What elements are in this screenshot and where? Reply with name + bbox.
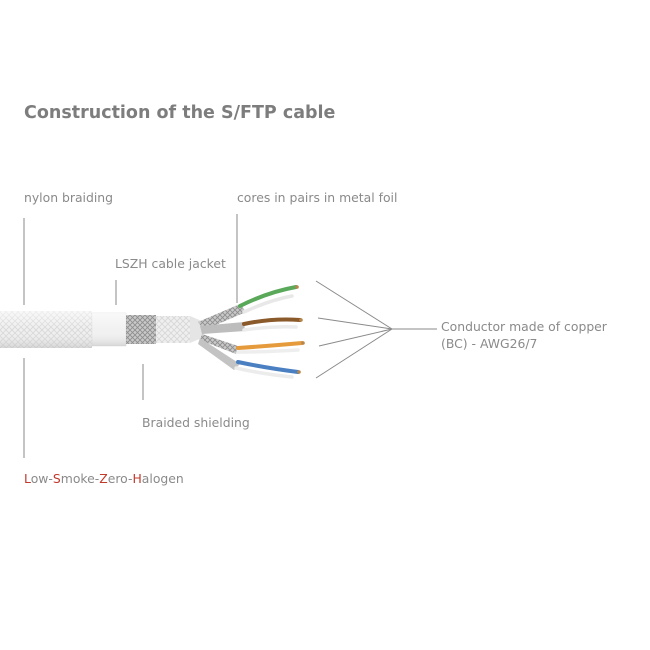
wire-green: [238, 285, 298, 308]
wire-orange: [236, 341, 304, 350]
leader-conductor-3: [318, 328, 393, 347]
initial-l: L: [24, 471, 31, 486]
foil-pairs: [198, 304, 246, 370]
initial-h: H: [132, 471, 142, 486]
word-ero: ero-: [107, 471, 133, 486]
word-moke: moke-: [60, 471, 100, 486]
initial-z: Z: [99, 471, 108, 486]
inner-jacket: [156, 316, 190, 343]
initial-s: S: [52, 471, 61, 486]
word-alogen: alogen: [141, 471, 184, 486]
label-conductor-line2: (BC) - AWG26/7: [441, 336, 538, 351]
leader-conductor-1: [315, 280, 393, 330]
word-ow: ow-: [30, 471, 53, 486]
page-title: Construction of the S/FTP cable: [24, 103, 336, 123]
label-low-smoke-zero-halogen: Low-Smoke-Zero-Halogen: [24, 471, 184, 486]
label-cores-in-pairs: cores in pairs in metal foil: [237, 190, 398, 205]
label-lszh-jacket: LSZH cable jacket: [115, 256, 226, 271]
label-conductor: Conductor made of copper (BC) - AWG26/7: [441, 318, 607, 352]
leader-conductor-2: [317, 317, 393, 330]
wire-blue: [236, 360, 300, 374]
label-conductor-line1: Conductor made of copper: [441, 319, 607, 334]
wire-brown: [242, 317, 302, 326]
label-nylon-braiding: nylon braiding: [24, 190, 114, 205]
leader-conductor-4: [315, 328, 393, 379]
label-braided-shielding: Braided shielding: [142, 415, 250, 430]
braided-shield: [126, 315, 156, 344]
